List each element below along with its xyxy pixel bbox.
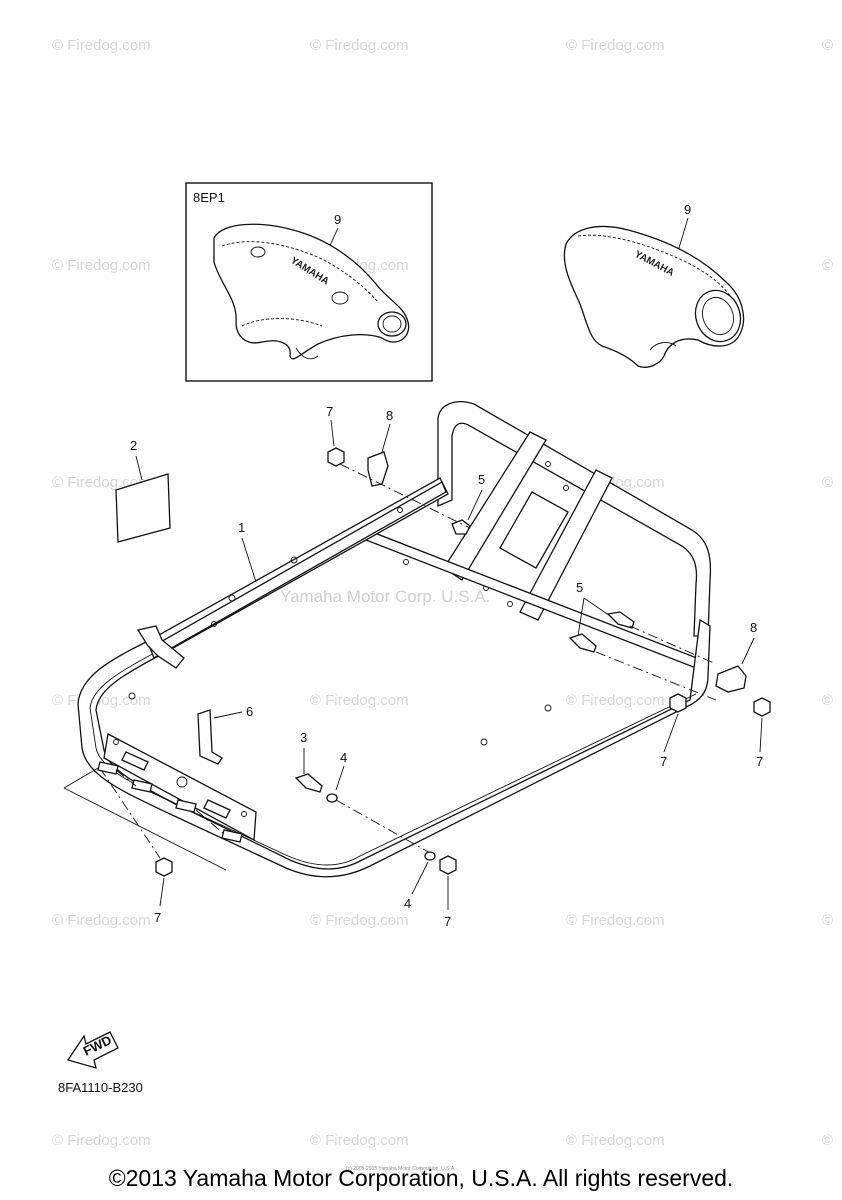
callout-9: 9 — [684, 202, 691, 217]
watermark: © Firedog.com — [52, 692, 151, 709]
callout-7-bottom-right: 7 — [444, 914, 451, 929]
fasteners-bottom: 3 4 4 7 — [294, 730, 457, 929]
callout-2: 2 — [130, 438, 137, 453]
leader-1 — [241, 537, 257, 583]
decal-part-2: 2 — [115, 438, 171, 543]
watermark: © Firedog.com — [310, 37, 409, 54]
watermark: © Firedog.com — [310, 1132, 409, 1149]
hoop-brace-left — [443, 431, 547, 581]
watermark-corner: © — [822, 474, 833, 491]
strap-part-6: 6 — [197, 704, 253, 765]
nut-icon — [439, 855, 457, 875]
watermark: © Firedog.com — [52, 37, 151, 54]
washer-icon — [424, 851, 436, 861]
frame-assembly — [77, 401, 712, 878]
watermark-corner: © — [822, 257, 833, 274]
watermark: © Firedog.com — [566, 1132, 665, 1149]
nut-icon — [753, 697, 771, 717]
watermark-corner: © — [822, 1132, 833, 1149]
fwd-arrow-icon — [66, 1031, 119, 1069]
watermark-corner: © — [822, 912, 833, 929]
nut-icon — [327, 447, 345, 467]
callout-5-right: 5 — [576, 580, 583, 595]
center-watermark: Yamaha Motor Corp. U.S.A. — [280, 587, 490, 606]
callout-9-inset: 9 — [334, 212, 341, 227]
bolt-icon — [294, 773, 323, 793]
bolt-icon — [606, 611, 635, 629]
watermark: © Firedog.com — [566, 912, 665, 929]
watermark: © Firedog.com — [52, 257, 151, 274]
copyright-notice: ©2013 Yamaha Motor Corporation, U.S.A. A… — [109, 1165, 734, 1191]
clip-bracket-icon — [715, 665, 747, 693]
mount-bracket — [136, 625, 185, 669]
callout-7-right-b: 7 — [756, 754, 763, 769]
fwd-arrow: FWD — [66, 1031, 119, 1069]
callout-7-bottom-left: 7 — [154, 910, 161, 925]
callout-3: 3 — [300, 730, 307, 745]
watermark: © Firedog.com — [52, 912, 151, 929]
clip-bracket-icon — [367, 451, 389, 487]
front-studs: 7 — [63, 761, 243, 925]
callout-8-right: 8 — [750, 620, 757, 635]
main-frame-tube — [77, 477, 711, 878]
watermark: © Firedog.com — [566, 692, 665, 709]
fine-print: (c) 2005-2015 Yamaha Motor Corporation, … — [346, 1166, 456, 1172]
diagram-code: 8FA1110-B230 — [58, 1080, 143, 1095]
hoop-plate — [499, 491, 569, 569]
inset-frame — [185, 182, 433, 382]
nut-icon — [669, 693, 687, 713]
callout-4-top: 4 — [340, 750, 347, 765]
watermark: © Firedog.com — [52, 1132, 151, 1149]
decal — [115, 473, 171, 543]
callout-8-top: 8 — [386, 408, 393, 423]
callout-4-bottom: 4 — [404, 896, 411, 911]
inset-label: 8EP1 — [193, 190, 225, 205]
callout-7-right-a: 7 — [660, 754, 667, 769]
callout-6: 6 — [246, 704, 253, 719]
watermark-layer: © Firedog.com © Firedog.com © Firedog.co… — [52, 37, 833, 1149]
handlebar-cover-inset: YAMAHA — [213, 223, 410, 360]
bolt-icon — [451, 519, 471, 535]
hoop-brace-right — [519, 469, 613, 621]
callout-5-top: 5 — [478, 472, 485, 487]
watermark: © Firedog.com — [310, 912, 409, 929]
handlebar-cover: 9 YAMAHA — [563, 202, 745, 368]
watermark: © Firedog.com — [566, 37, 665, 54]
left-rail — [149, 481, 447, 659]
strap — [197, 709, 223, 765]
inset-8ep1: 8EP1 9 YAMAHA — [185, 182, 433, 382]
bolt-icon — [568, 633, 597, 653]
nut-icon — [155, 857, 173, 877]
watermark: © Firedog.com — [310, 692, 409, 709]
watermark-corner: © — [822, 37, 833, 54]
rear-hoop — [437, 401, 712, 637]
callout-1: 1 — [238, 520, 245, 535]
fasteners-top: 7 8 5 — [326, 404, 485, 535]
callout-7-top: 7 — [326, 404, 333, 419]
fasteners-right: 5 8 7 7 — [568, 580, 771, 769]
watermark-corner: © — [822, 692, 833, 709]
washer-icon — [326, 793, 338, 803]
